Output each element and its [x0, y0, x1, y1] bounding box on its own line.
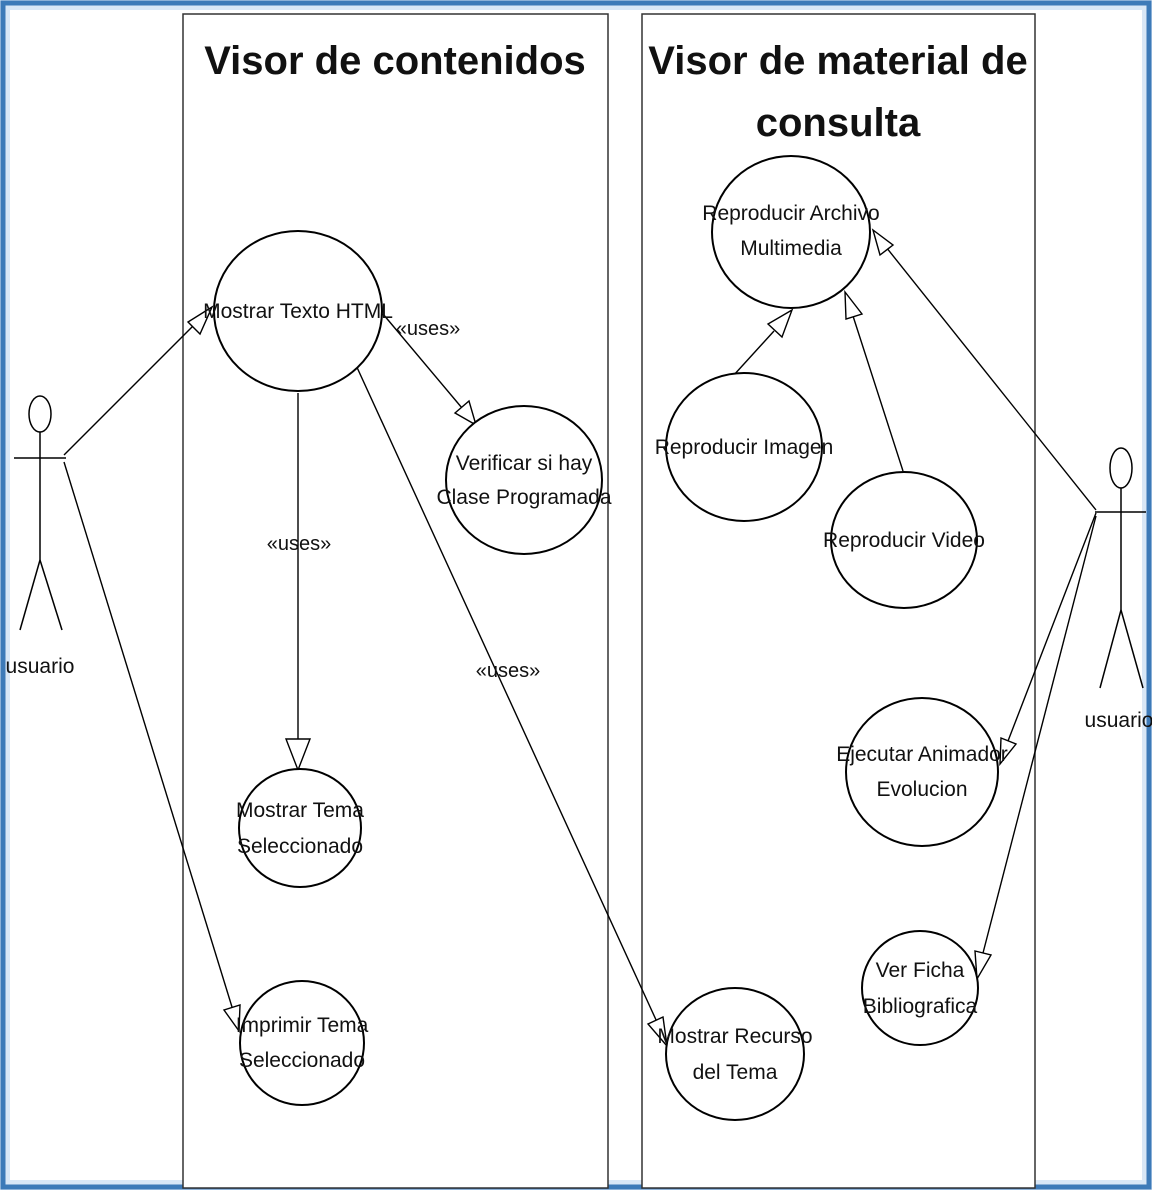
package-title: Visor de contenidos — [204, 39, 586, 83]
use-case-label-line-1: Ejecutar Animador — [836, 743, 1008, 766]
relation-imagen-archivo — [732, 308, 794, 377]
use-case-label-line-2: Clase Programada — [436, 486, 611, 509]
actor-head — [1109, 447, 1133, 489]
relation-usuario-imprimir — [63, 461, 241, 1034]
package-boundary — [182, 13, 609, 1189]
use-case-label: Reproducir Video — [823, 529, 985, 552]
use-case-label: Reproducir Imagen — [655, 436, 834, 459]
use-case-animador: Ejecutar Animador Evolucion — [836, 697, 1008, 847]
relation-uses-verificar — [382, 313, 478, 427]
use-case-verificar: Verificar si hay Clase Programada — [436, 405, 612, 555]
use-case-label-line-1: Reproducir Archivo — [702, 202, 879, 225]
use-case-mostrar-texto: Mostrar Texto HTML — [203, 230, 393, 392]
use-case-recurso: Mostrar Recurso del Tema — [657, 987, 813, 1121]
package-contenidos: Visor de contenidos — [182, 13, 609, 1189]
actor-label: usuario — [1085, 709, 1152, 732]
relation-label-uses: «uses» — [396, 318, 461, 340]
relation-usuario-mostrar-texto — [63, 305, 214, 456]
use-case-label-line-1: Ver Ficha — [876, 959, 965, 982]
relation-label-uses: «uses» — [476, 660, 541, 682]
actor-leg — [19, 559, 41, 631]
use-case-label-line-1: Mostrar Tema — [236, 799, 364, 822]
relation-uses-recurso — [354, 362, 669, 1049]
actor-usuario-left: usuario — [6, 395, 75, 678]
package-title-line-2: consulta — [756, 101, 921, 145]
use-case-reproducir-imagen: Reproducir Imagen — [655, 372, 834, 522]
actor-usuario-right: usuario — [1085, 447, 1152, 732]
use-case-imprimir: Imprimir Tema Seleccionado — [236, 980, 369, 1106]
use-case-mostrar-tema: Mostrar Tema Seleccionado — [236, 768, 364, 888]
relation-usuario-ficha — [974, 515, 1097, 982]
use-case-reproducir-video: Reproducir Video — [823, 471, 985, 609]
use-case-label-line-1: Imprimir Tema — [236, 1014, 369, 1037]
use-case-ficha: Ver Ficha Bibliografica — [861, 930, 979, 1046]
use-case-label-line-2: Seleccionado — [239, 1049, 365, 1072]
use-case-label: Mostrar Texto HTML — [203, 300, 393, 323]
actor-head — [28, 395, 52, 433]
actor-leg — [1099, 609, 1122, 689]
use-case-label-line-2: Bibliografica — [863, 995, 978, 1018]
use-case-label-line-2: Multimedia — [740, 237, 842, 260]
relation-video-archivo — [844, 289, 904, 472]
use-case-label-line-2: Seleccionado — [237, 835, 363, 858]
actor-label: usuario — [6, 655, 75, 678]
relation-label-uses: «uses» — [267, 533, 332, 555]
actor-leg — [39, 559, 63, 631]
package-title-line-1: Visor de material de — [648, 39, 1027, 83]
relation-uses-mostrar-tema — [284, 393, 312, 772]
relations-layer — [63, 228, 1097, 1049]
relation-usuario-animador — [999, 512, 1097, 767]
relation-usuario-archivo — [871, 228, 1097, 511]
use-case-label-line-1: Mostrar Recurso — [657, 1025, 812, 1048]
use-case-label-line-2: Evolucion — [876, 778, 967, 801]
use-case-label-line-1: Verificar si hay — [456, 452, 593, 475]
actor-leg — [1120, 609, 1144, 689]
use-case-label-line-2: del Tema — [693, 1061, 778, 1084]
use-case-reproducir-archivo: Reproducir Archivo Multimedia — [702, 155, 880, 309]
